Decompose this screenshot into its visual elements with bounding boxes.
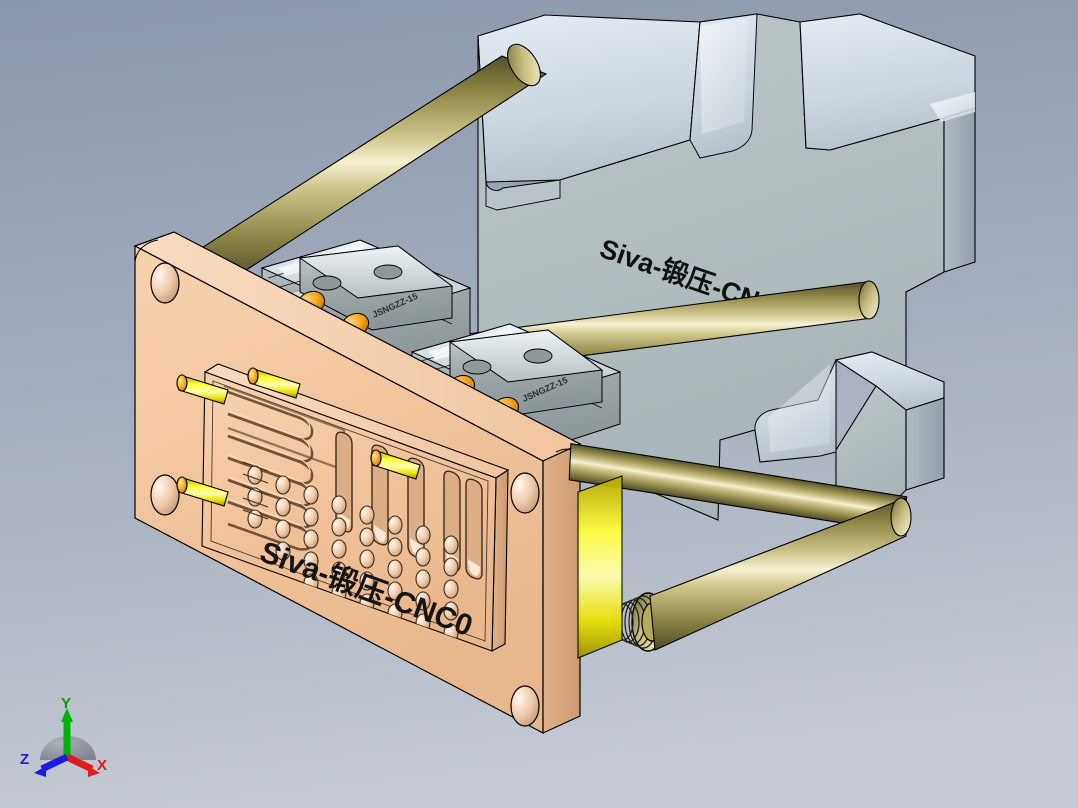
rail-carriage-2[interactable]: JSNGZZ-15 — [410, 323, 622, 457]
triad-y-arrow — [61, 708, 73, 722]
front-plate-hole-tr — [510, 472, 540, 514]
back-plate-notch-upper-shine — [700, 18, 748, 134]
guide-rod-1-end-cap — [507, 43, 541, 87]
guide-rod-1[interactable] — [184, 39, 548, 283]
guide-rod-3-flange — [577, 475, 623, 659]
dowel-pin-1[interactable] — [176, 374, 229, 405]
guide-rod-3[interactable] — [565, 442, 912, 652]
dowel-pin-2[interactable] — [247, 367, 301, 399]
triad-z-label: Z — [20, 751, 29, 768]
front-plate[interactable]: Siva-锻压-CNC0 — [133, 231, 582, 734]
rail-1-bolt-hole-1 — [312, 275, 342, 291]
triad-x-arrow — [88, 766, 100, 777]
guide-rod-3-shaft-right — [649, 497, 907, 651]
back-plate-right-corner-highlight — [930, 92, 975, 122]
back-plate-notch-lower-shine — [768, 364, 830, 452]
front-plate-right-side — [542, 443, 581, 734]
rail-1-bolt-hole-2 — [373, 264, 403, 280]
triad-z-axis — [40, 753, 69, 773]
triad-y-label: Y — [61, 695, 71, 712]
back-plate-lower-foot-edge — [905, 397, 945, 491]
front-plate-hole-tl — [150, 262, 180, 304]
back-plate-notch-left — [485, 179, 561, 211]
front-plate-hole-bl — [150, 474, 180, 516]
dowel-pin-3[interactable] — [176, 476, 229, 507]
guide-rod-3-end-cap — [890, 497, 912, 537]
rail-2-bolt-hole-2 — [523, 348, 553, 364]
triad-x-axis — [65, 753, 94, 773]
triad-axis-indicator[interactable]: Y X Z — [20, 695, 107, 777]
guide-rods-front[interactable] — [565, 442, 912, 659]
back-plate-right-edge — [943, 107, 976, 273]
dowel-pins[interactable] — [176, 367, 421, 507]
dowel-pin-4[interactable] — [370, 449, 421, 480]
triad-x-label: X — [97, 757, 107, 774]
cooling-step-feature — [242, 461, 269, 520]
rail-2-bolt-hole-1 — [462, 359, 492, 375]
triad-z-arrow — [34, 766, 46, 777]
front-plate-hole-br — [510, 685, 540, 727]
guide-rod-2-end-cap — [858, 280, 880, 320]
front-plate-corner-fillet-tl — [134, 239, 159, 263]
